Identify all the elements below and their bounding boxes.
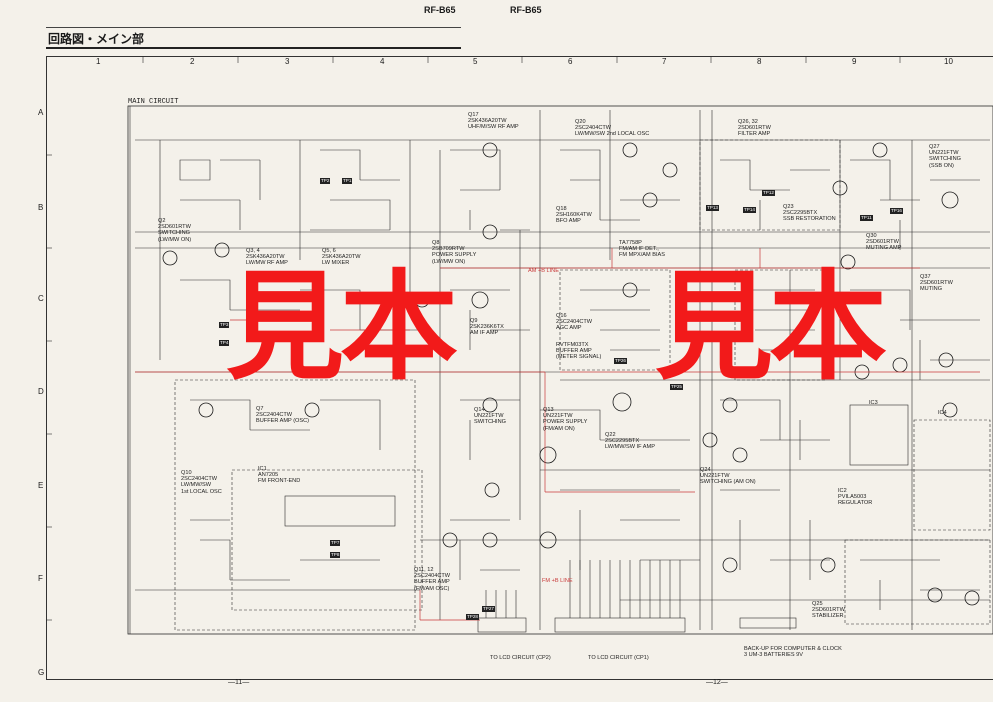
label-q18: Q18 2SH160K4TW BFO AMP xyxy=(556,206,592,225)
label-q17: Q17 2SK436A20TW UHF/M/SW RF AMP xyxy=(468,112,519,131)
section-label: MAIN CIRCUIT xyxy=(128,98,179,106)
am-b-line-label: AM +B LINE xyxy=(528,268,559,274)
grid-row-e: E xyxy=(38,481,44,490)
grid-row-a: A xyxy=(38,108,44,117)
label-q13: Q13 UN221FTW POWER SUPPLY (FM/AM ON) xyxy=(543,407,588,432)
diagram-frame xyxy=(46,56,993,680)
label-q10: Q10 2SC2404CTW LW/MW/SW 1st LOCAL OSC xyxy=(181,470,222,495)
page-title: 回路図・メイン部 xyxy=(48,32,145,46)
test-point-marker: TP25 xyxy=(670,384,683,390)
grid-col-4: 4 xyxy=(380,57,385,66)
grid-col-3: 3 xyxy=(285,57,290,66)
bottom-label-right: BACK-UP FOR COMPUTER & CLOCK 3 UM-3 BATT… xyxy=(744,646,842,659)
grid-col-6: 6 xyxy=(568,57,573,66)
test-point-marker: TP2 xyxy=(320,178,331,184)
page-number-left: —11— xyxy=(228,679,250,686)
label-q23: Q23 2SC2295BTX SSB RESTORATION xyxy=(783,204,836,223)
label-q5: Q5, 6 2SK436A20TW LW MIXER xyxy=(322,248,361,267)
label-q2: Q2 2SD601RTW SWITCHING (LW/MW ON) xyxy=(158,218,192,243)
test-point-marker: TP27 xyxy=(482,606,495,612)
grid-col-1: 1 xyxy=(96,57,101,66)
label-q22: Q22 2SC2295BTX LW/MW/SW IF AMP xyxy=(605,432,655,451)
test-point-marker: TP11 xyxy=(860,215,873,221)
grid-row-d: D xyxy=(38,387,44,396)
watermark-stamp-right: 見本 xyxy=(655,258,887,396)
test-point-marker: TP7 xyxy=(330,540,341,546)
title-rule xyxy=(46,47,461,49)
label-q8: Q8 2SB709RTW POWER SUPPLY (LW/MW ON) xyxy=(432,240,477,265)
label-ic2: IC2 PVILA5003 REGULATOR xyxy=(838,488,873,507)
model-label-left: RF-B65 xyxy=(424,5,456,15)
test-point-marker: TP8 xyxy=(330,552,341,558)
test-point-marker: TP16 xyxy=(890,208,903,214)
grid-col-10: 10 xyxy=(944,57,953,66)
grid-row-c: C xyxy=(38,294,44,303)
label-q11: Q11, 12 2SC2404CTW BUFFER AMP (FM/AM OSC… xyxy=(414,567,451,592)
grid-col-9: 9 xyxy=(852,57,857,66)
label-q30: Q30 2SD601RTW MUTING AMP xyxy=(866,233,902,252)
bottom-label-center: TO LCD CIRCUIT (CP1) xyxy=(588,655,649,661)
bottom-label-left: TO LCD CIRCUIT (CP2) xyxy=(490,655,551,661)
label-q14: Q14 UN221FTW SWITCHING xyxy=(474,407,507,426)
label-q27: Q27 UN221FTW SWITCHING (SSB ON) xyxy=(929,144,962,169)
label-ic1: IC1 AN7205 FM FRONT-END xyxy=(258,466,301,485)
label-rvt: RVTFM03TX BUFFER AMP (METER SIGNAL) xyxy=(556,342,602,361)
test-point-marker: TP26 xyxy=(614,358,627,364)
ic4-tag: IC4 xyxy=(938,410,947,416)
grid-row-g: G xyxy=(38,668,45,677)
watermark-stamp-left: 見本 xyxy=(226,258,458,396)
label-q16: Q16 2SC2404CTW AGC AMP xyxy=(556,313,593,332)
label-q3: Q3, 4 2SK436A20TW LW/MW RF AMP xyxy=(246,248,288,267)
grid-row-b: B xyxy=(38,203,44,212)
test-point-marker: TP12 xyxy=(762,190,775,196)
ic3-tag: IC3 xyxy=(869,400,878,406)
grid-col-7: 7 xyxy=(662,57,667,66)
label-q26: Q26, 32 2SD601RTW FILTER AMP xyxy=(738,119,771,138)
test-point-marker: TP3 xyxy=(219,322,230,328)
label-ta7758p: TA7758P FM/AM IF DET., FM MPX/AM BIAS xyxy=(619,240,665,259)
model-label-right: RF-B65 xyxy=(510,5,542,15)
label-q37: Q37 2SD601RTW MUTING xyxy=(920,274,953,293)
label-q25: Q25 2SD601RTW STABILIZER xyxy=(812,601,845,620)
title-rule-top xyxy=(46,27,461,28)
label-q20: Q20 2SC2404CTW LW/MW/SW 2nd LOCAL OSC xyxy=(575,119,650,138)
label-q24: Q24 UN221FTW SWITCHING (AM ON) xyxy=(700,467,756,486)
label-q9: Q9 2SK236K6TX AM IF AMP xyxy=(470,318,504,337)
grid-row-f: F xyxy=(38,574,43,583)
test-point-marker: TP1 xyxy=(342,178,353,184)
grid-col-8: 8 xyxy=(757,57,762,66)
test-point-marker: TP4 xyxy=(219,340,230,346)
test-point-marker: TP28 xyxy=(466,614,479,620)
page-number-right: —12— xyxy=(706,679,728,686)
grid-col-5: 5 xyxy=(473,57,478,66)
fm-b-line-label: FM +B LINE xyxy=(542,578,573,584)
test-point-marker: TP13 xyxy=(706,205,719,211)
grid-col-2: 2 xyxy=(190,57,195,66)
label-q7: Q7 2SC2404CTW BUFFER AMP (OSC) xyxy=(256,406,310,425)
test-point-marker: TP14 xyxy=(743,207,756,213)
